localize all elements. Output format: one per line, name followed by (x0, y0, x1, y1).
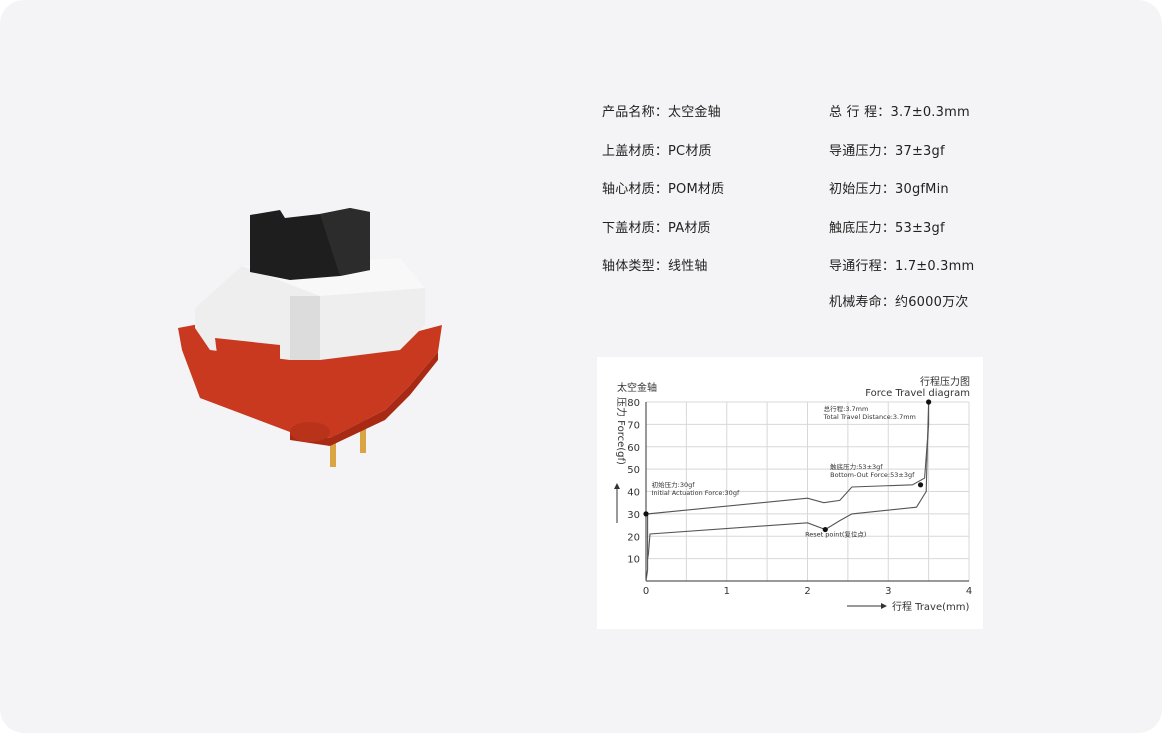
chart-annotation: 总行程:3.7mm (824, 404, 869, 413)
x-tick-label: 1 (724, 586, 730, 597)
chart-x-axis-label: 行程 Trave(mm) (892, 600, 970, 613)
data-point (822, 526, 828, 533)
chart-title-right-en: Force Travel diagram (865, 388, 970, 399)
chart-annotation: Reset point(复位点) (805, 529, 866, 538)
spec-product-name: 产品名称：太空金轴 (602, 105, 721, 120)
x-tick-label: 2 (804, 586, 810, 597)
stem-side (320, 208, 370, 276)
y-tick-label: 40 (627, 488, 640, 499)
x-tick-label: 4 (966, 586, 972, 597)
series-line-0 (645, 402, 930, 582)
spec-bottom-out-force: 触底压力：53±3gf (829, 221, 945, 236)
spec-top-material: 上盖材质：PC材质 (602, 144, 712, 159)
switch-product-image (178, 208, 442, 467)
y-tick-label: 50 (627, 465, 640, 476)
chart-title: 太空金轴 (617, 381, 657, 394)
series-line-1 (647, 401, 930, 559)
housing-window (215, 338, 280, 385)
data-point (917, 482, 924, 488)
y-tick-label: 30 (627, 510, 640, 521)
chart-annotation: 初始压力:30gf (652, 480, 696, 489)
spec-bottom-material: 下盖材质：PA材质 (602, 221, 711, 236)
spec-lifespan: 机械寿命：约6000万次 (829, 295, 969, 310)
y-axis-arrowhead (614, 483, 620, 489)
spec-actuation-force: 导通压力：37±3gf (829, 144, 945, 159)
y-tick-label: 60 (627, 443, 640, 454)
x-tick-label: 0 (643, 586, 649, 597)
spec-actuation-travel: 导通行程：1.7±0.3mm (829, 259, 975, 274)
center-post (290, 422, 330, 442)
spec-switch-type: 轴体类型：线性轴 (602, 259, 708, 274)
y-tick-label: 20 (627, 532, 640, 543)
spec-stem-material: 轴心材质：POM材质 (602, 182, 725, 197)
spec-initial-force: 初始压力：30gfMin (829, 182, 949, 197)
x-tick-label: 3 (885, 586, 891, 597)
data-point (926, 399, 932, 405)
chart-annotation: 触底压力:53±3gf (830, 462, 883, 471)
y-tick-label: 80 (627, 398, 640, 409)
data-point (643, 511, 649, 517)
chart-annotation: Initial Actuation Force:30gf (652, 489, 740, 497)
top-housing-edge (290, 296, 320, 360)
spec-total-travel: 总 行 程：3.7±0.3mm (829, 105, 970, 120)
y-tick-label: 70 (627, 420, 640, 431)
chart-title-right-cn: 行程压力图 (920, 375, 970, 388)
y-tick-label: 10 (627, 555, 640, 566)
chart-annotation: Total Travel Distance:3.7mm (823, 413, 916, 421)
x-axis-arrowhead (881, 603, 887, 609)
chart-annotation: Bottom-Out Force:53±3gf (830, 471, 915, 479)
chart-y-axis-label: 压力 Force(gf) (615, 397, 628, 465)
